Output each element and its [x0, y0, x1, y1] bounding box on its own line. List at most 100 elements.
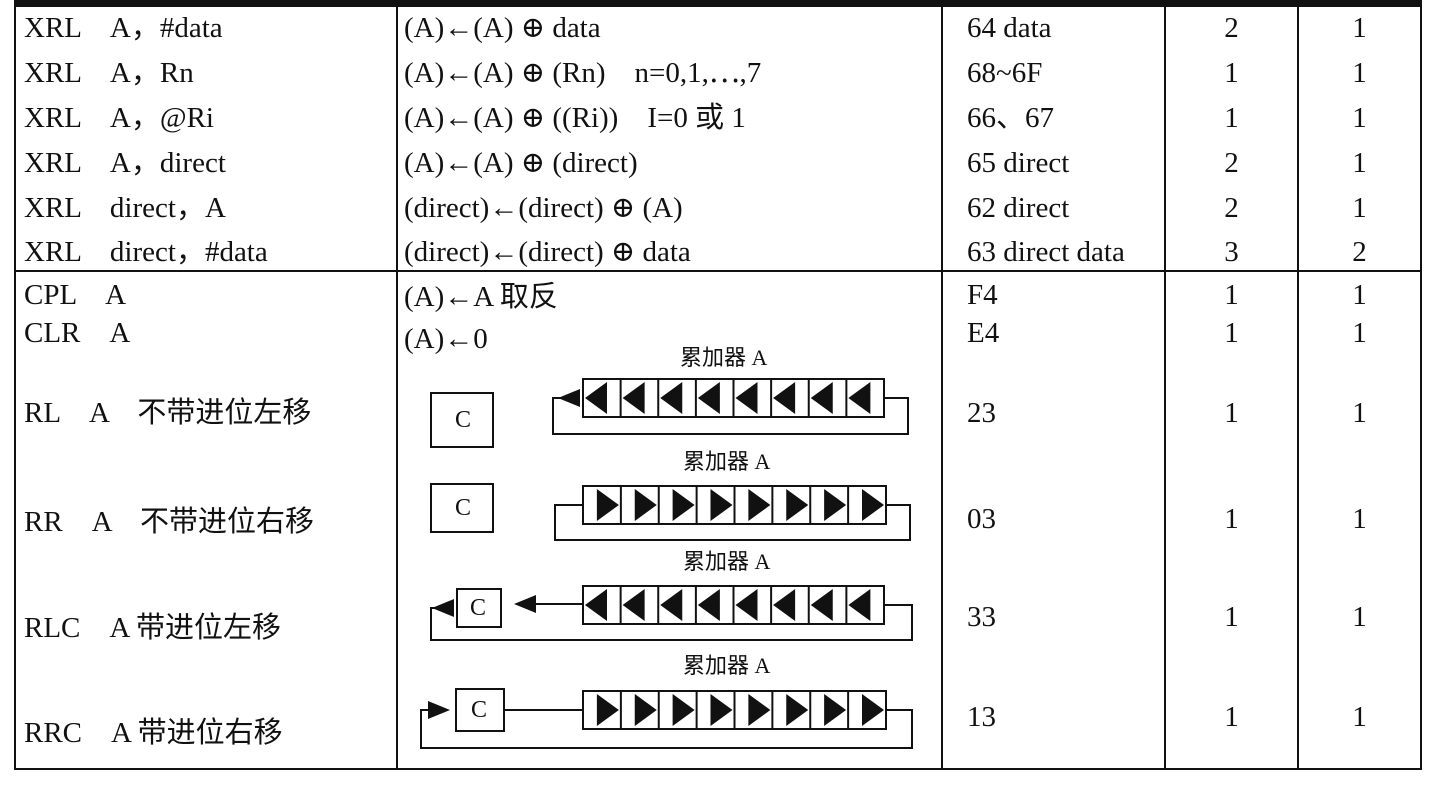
rlc-bytes: 1 — [1224, 601, 1239, 633]
xrl-row-5-instr: XRL direct，A — [24, 192, 226, 224]
rr-shift-arrow — [672, 489, 695, 521]
xrl-row-5-cycles: 1 — [1352, 192, 1367, 224]
rl-bytes: 1 — [1224, 397, 1239, 429]
rr-feedback-loop — [554, 504, 911, 541]
rrc-code: 13 — [967, 701, 996, 733]
rl-shift-arrow — [810, 382, 833, 414]
xrl-row-4-bytes: 2 — [1224, 147, 1239, 179]
rl-shift-arrow — [622, 382, 645, 414]
xrl-row-2-cycles: 1 — [1352, 57, 1367, 89]
xrl-row-3-op: (A)←(A) ⊕ ((Ri)) I=0 或 1 — [404, 102, 746, 134]
xrl-row-2-instr: XRL A，Rn — [24, 57, 194, 89]
xrl-row-3-bytes: 1 — [1224, 102, 1239, 134]
xrl-row-2-bytes: 1 — [1224, 57, 1239, 89]
rr-carry-label: C — [455, 495, 472, 521]
xrl-row-6-cycles: 2 — [1352, 236, 1367, 268]
rl-feedback-loop — [552, 397, 909, 435]
rlc-shift-arrow — [585, 589, 607, 621]
xrl-row-4-code: 65 direct — [967, 147, 1070, 179]
section-divider — [14, 270, 1422, 272]
rrc-shift-arrow — [596, 694, 619, 726]
rlc-carry-out-arrow — [514, 595, 536, 613]
rrc-shift-arrow — [748, 694, 771, 726]
rrc-shift-arrow — [824, 694, 847, 726]
rlc-shift-arrow — [660, 589, 683, 621]
rl-shift-arrow — [848, 382, 871, 414]
rrc-shift-arrow — [634, 694, 657, 726]
xrl-row-2-op: (A)←(A) ⊕ (Rn) n=0,1,⋯,7 — [404, 57, 762, 89]
rr-shift-arrow — [824, 489, 847, 521]
rr-instr: RR A 不带进位右移 — [24, 506, 315, 538]
rrc-instr: RRC A 带进位右移 — [24, 717, 283, 749]
xrl-row-6-bytes: 3 — [1224, 236, 1239, 268]
column-divider-2 — [941, 0, 943, 770]
instruction-table — [14, 0, 1422, 770]
xrl-row-2-code: 68~6F — [967, 57, 1043, 89]
rl-instr: RL A 不带进位左移 — [24, 397, 312, 429]
xrl-row-1-instr: XRL A，#data — [24, 12, 223, 44]
xrl-row-1-code: 64 data — [967, 12, 1052, 44]
rl-cycles: 1 — [1352, 397, 1367, 429]
cpl-op: (A)←A 取反 — [404, 281, 558, 313]
clr-instr: CLR A — [24, 317, 131, 349]
cpl-bytes: 1 — [1224, 279, 1239, 311]
rr-shift-arrow — [596, 489, 619, 521]
rlc-shift-arrow — [848, 589, 871, 621]
xrl-row-3-instr: XRL A，@Ri — [24, 102, 214, 134]
rl-carry-label: C — [455, 407, 472, 433]
rr-shift-arrow — [634, 489, 657, 521]
column-divider-3 — [1164, 0, 1166, 770]
rrc-shift-arrow — [786, 694, 809, 726]
rrc-feedback-loop — [420, 709, 913, 749]
rr-bytes: 1 — [1224, 503, 1239, 535]
rl-code: 23 — [967, 397, 996, 429]
xrl-row-5-op: (direct)←(direct) ⊕ (A) — [404, 192, 683, 224]
rl-carry-box — [430, 392, 494, 448]
rlc-shift-arrow — [810, 589, 833, 621]
xrl-row-4-op: (A)←(A) ⊕ (direct) — [404, 147, 638, 179]
rlc-shift-arrow — [622, 589, 645, 621]
rr-cycles: 1 — [1352, 503, 1367, 535]
cpl-code: F4 — [967, 279, 998, 311]
xrl-row-4-instr: XRL A，direct — [24, 147, 226, 179]
rrc-shift-arrow — [862, 694, 884, 726]
xrl-row-1-bytes: 2 — [1224, 12, 1239, 44]
rlc-shift-arrow — [697, 589, 720, 621]
rlc-instr: RLC A 带进位左移 — [24, 612, 281, 644]
rl-loop-arrow — [558, 389, 580, 407]
rrc-shift-arrow — [672, 694, 695, 726]
rl-shift-arrow — [773, 382, 796, 414]
rrc-bytes: 1 — [1224, 701, 1239, 733]
clr-cycles: 1 — [1352, 317, 1367, 349]
rl-shift-arrow — [660, 382, 683, 414]
clr-bytes: 1 — [1224, 317, 1239, 349]
clr-op: (A)←0 — [404, 323, 488, 355]
rrc-acc-label: 累加器 A — [683, 653, 771, 678]
xrl-row-4-cycles: 1 — [1352, 147, 1367, 179]
column-divider-4 — [1297, 0, 1299, 770]
rrc-carry-in-arrow — [428, 701, 450, 719]
rlc-carry-label: C — [470, 595, 487, 621]
cpl-cycles: 1 — [1352, 279, 1367, 311]
rr-carry-box — [430, 483, 494, 533]
rr-shift-arrow — [748, 489, 771, 521]
rlc-cycles: 1 — [1352, 601, 1367, 633]
xrl-row-3-code: 66、67 — [967, 102, 1055, 134]
rlc-shift-arrow — [773, 589, 796, 621]
rl-acc-label: 累加器 A — [680, 345, 768, 370]
xrl-row-6-instr: XRL direct，#data — [24, 236, 268, 268]
rr-shift-arrow — [786, 489, 809, 521]
column-divider-1 — [396, 0, 398, 770]
xrl-row-3-cycles: 1 — [1352, 102, 1367, 134]
rrc-carry-label: C — [471, 697, 488, 723]
cpl-instr: CPL A — [24, 279, 127, 311]
rlc-carry-box — [456, 588, 502, 628]
rr-shift-arrow — [710, 489, 733, 521]
rrc-cycles: 1 — [1352, 701, 1367, 733]
rr-code: 03 — [967, 503, 996, 535]
rl-shift-arrow — [697, 382, 720, 414]
xrl-row-5-code: 62 direct — [967, 192, 1070, 224]
rr-acc-label: 累加器 A — [683, 449, 771, 474]
xrl-row-6-op: (direct)←(direct) ⊕ data — [404, 236, 691, 268]
clr-code: E4 — [967, 317, 1000, 349]
